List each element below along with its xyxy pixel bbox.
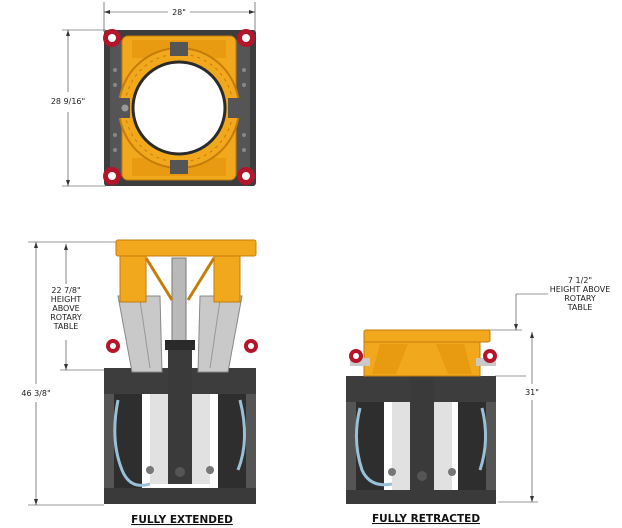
retracted-view: 7 1/2" HEIGHT ABOVE ROTARY TABLE 31": [346, 276, 610, 525]
extended-bottom-frame: [104, 488, 256, 504]
retracted-height-dimension: 7 1/2" HEIGHT ABOVE ROTARY TABLE: [485, 276, 611, 377]
top-width-label: 28": [172, 8, 186, 17]
extended-dim-line4: ROTARY: [50, 313, 82, 322]
retracted-dim-line2: HEIGHT ABOVE: [550, 285, 611, 294]
extended-caption: FULLY EXTENDED: [131, 514, 233, 526]
top-width-dimension: 28": [103, 2, 256, 32]
extended-top-plate: [115, 239, 257, 257]
extended-right-arm: [213, 253, 241, 303]
retracted-top-plate: [363, 329, 491, 343]
extended-dim-line2: HEIGHT: [51, 295, 82, 304]
retracted-dim-line4: TABLE: [567, 303, 593, 312]
top-view: 28" 28 9/16": [51, 2, 256, 187]
top-height-dimension: 28 9/16": [51, 29, 106, 187]
retracted-total-dimension: 31": [498, 332, 539, 503]
lift-eye-icon: [244, 339, 258, 353]
top-slip-pocket: [228, 98, 240, 118]
extended-left-arm: [119, 253, 147, 303]
retracted-dim-line3: ROTARY: [564, 294, 596, 303]
extended-dim-line1: 22 7/8": [51, 286, 80, 295]
extended-left-leg: [114, 394, 142, 504]
lift-eye-icon: [103, 167, 121, 185]
extended-total-label: 46 3/8": [21, 389, 50, 398]
lift-eye-icon: [103, 29, 121, 47]
extended-total-dimension: 46 3/8": [21, 241, 118, 506]
lift-eye-icon: [237, 29, 255, 47]
top-right-rail: [236, 40, 250, 176]
extended-dim-line5: TABLE: [53, 322, 79, 331]
extended-height-dimension: 22 7/8" HEIGHT ABOVE ROTARY TABLE: [50, 244, 104, 371]
lift-eye-icon: [483, 349, 497, 363]
lift-eye-icon: [349, 349, 363, 363]
lift-eye-icon: [106, 339, 120, 353]
top-slip-pocket: [170, 42, 188, 56]
retracted-total-label: 31": [525, 388, 539, 397]
retracted-right-leg: [458, 402, 486, 502]
retracted-dim-line1: 7 1/2": [568, 276, 592, 285]
retracted-bottom-frame: [346, 490, 496, 504]
top-slip-pocket: [170, 160, 188, 174]
top-bore: [131, 60, 227, 156]
extended-right-panel: [197, 295, 243, 373]
extended-column-upper: [171, 257, 187, 344]
lift-eye-icon: [237, 167, 255, 185]
top-height-label: 28 9/16": [51, 97, 85, 106]
extended-left-panel: [117, 295, 163, 373]
top-left-rail: [110, 40, 124, 176]
retracted-caption: FULLY RETRACTED: [372, 513, 480, 525]
retracted-left-leg: [356, 402, 384, 502]
extended-dim-line3: ABOVE: [52, 304, 80, 313]
extended-view: 46 3/8" 22 7/8" HEIGHT ABOVE ROTARY TABL…: [21, 239, 258, 526]
